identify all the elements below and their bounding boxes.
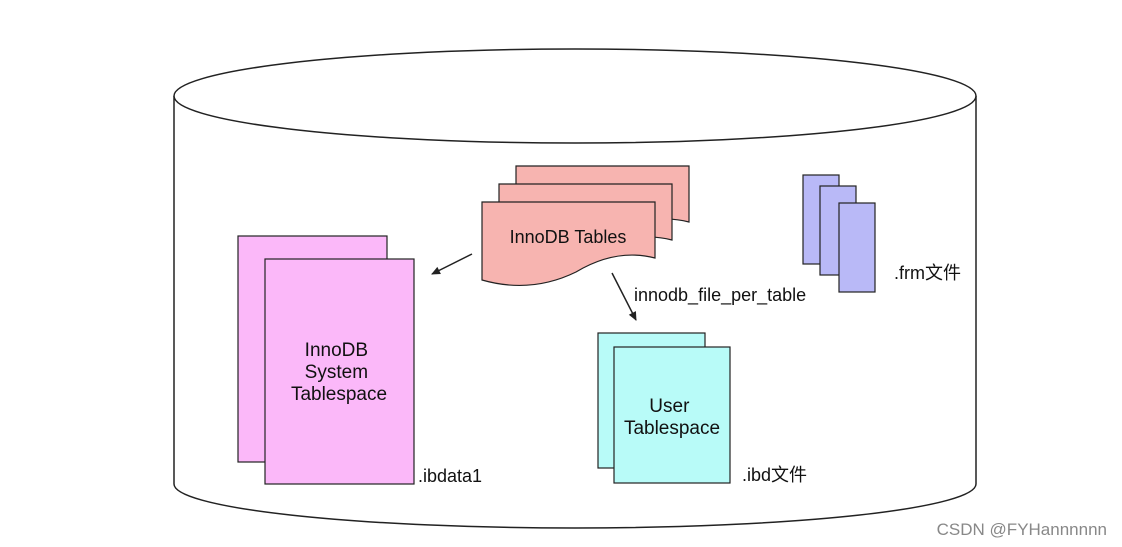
- user-tablespace-line-2: Tablespace: [624, 418, 720, 439]
- frm-files-stack: [802, 174, 876, 293]
- system-tablespace-label: InnoDB System Tablespace: [291, 340, 387, 405]
- user-tablespace-stack: [597, 332, 731, 484]
- system-tablespace-line-2: System: [305, 362, 368, 383]
- user-tablespace-line-1: User: [649, 396, 690, 417]
- frm-file-sheet-front: [838, 202, 876, 293]
- innodb-tables-sheet-front: [481, 201, 656, 287]
- innodb-tables-stack: [481, 165, 690, 287]
- innodb-tables-label: InnoDB Tables: [510, 227, 627, 247]
- system-tablespace-stack: [237, 235, 415, 485]
- system-tablespace-line-3: Tablespace: [291, 384, 387, 405]
- arrow-to-system-tablespace: [431, 253, 473, 275]
- user-tablespace-sheet-front: [613, 346, 731, 484]
- innodb-file-per-table-label: innodb_file_per_table: [634, 285, 806, 306]
- frm-file-label: .frm文件: [894, 263, 961, 283]
- system-tablespace-line-1: InnoDB: [305, 340, 368, 361]
- system-tablespace-sheet-front: [264, 258, 415, 485]
- csdn-watermark: CSDN @FYHannnnnn: [937, 520, 1107, 539]
- arrow-to-user-tablespace: [611, 272, 637, 321]
- ibd-file-label: .ibd文件: [742, 465, 807, 485]
- user-tablespace-label: User Tablespace: [624, 396, 720, 439]
- ibdata1-file-label: .ibdata1: [418, 466, 482, 486]
